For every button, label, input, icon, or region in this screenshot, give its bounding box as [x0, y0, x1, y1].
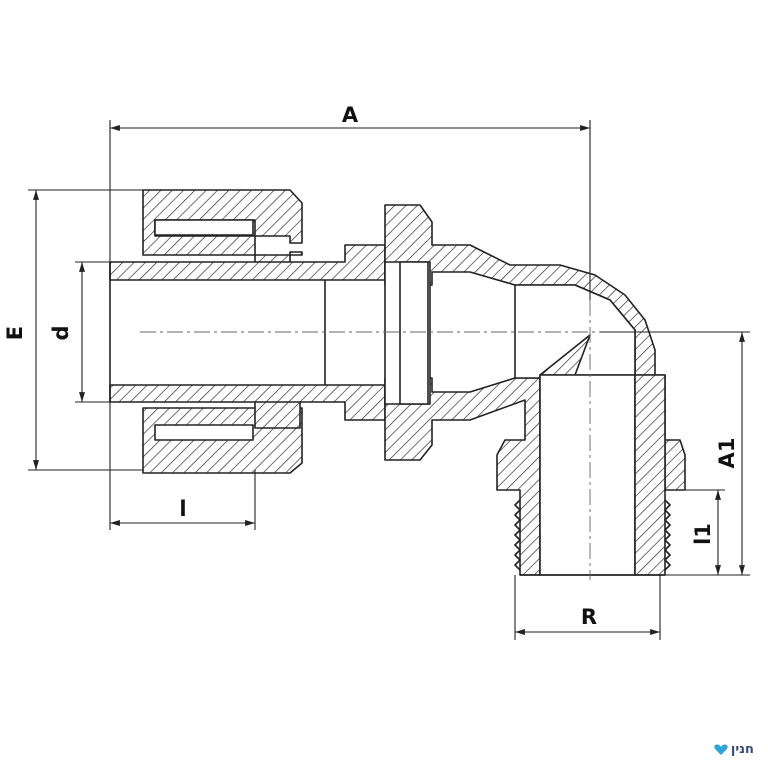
label-d: d [49, 325, 73, 340]
label-a: A [342, 103, 359, 127]
label-l: l [179, 497, 186, 521]
brand-logo-text: חנין [730, 742, 754, 757]
body-flange-top [384, 204, 686, 491]
heart-icon [714, 744, 728, 755]
thread-outlet-right-wall [634, 374, 666, 576]
body-flange-bottom [384, 377, 541, 576]
label-l1: l1 [691, 523, 715, 545]
nut-top-bore [154, 219, 254, 236]
thread-teeth-left [514, 499, 521, 571]
label-e: E [3, 326, 27, 340]
label-r: R [581, 605, 597, 629]
brand-logo: חנין [714, 743, 754, 756]
thread-outlet-bore [539, 374, 636, 576]
nut-bottom-bore [154, 424, 254, 441]
label-a1: A1 [715, 438, 739, 469]
thread-teeth-right [664, 499, 671, 571]
